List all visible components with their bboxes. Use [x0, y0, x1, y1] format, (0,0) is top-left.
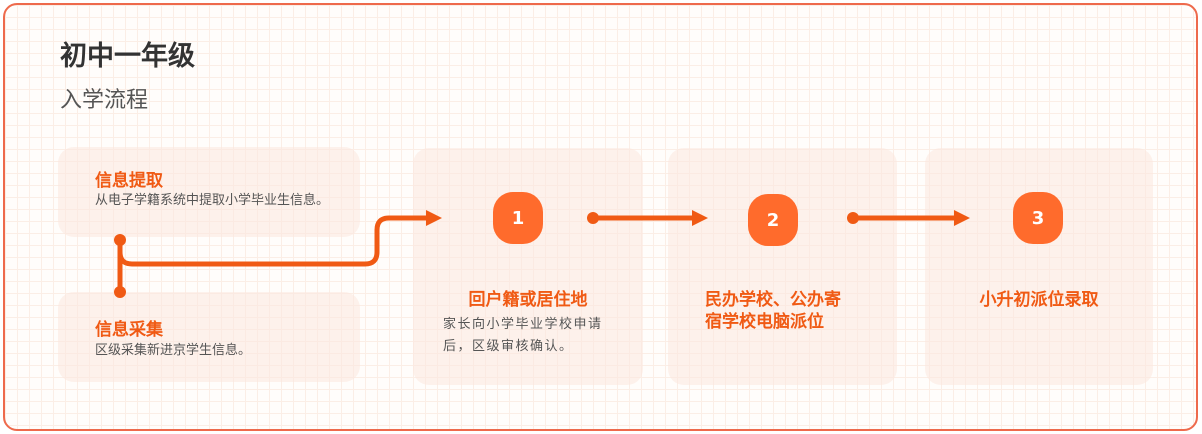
- info-card-title: 信息提取: [95, 171, 163, 191]
- connector-path: [117, 215, 431, 267]
- step-badge-2: 2: [748, 194, 798, 246]
- step-card-3: [925, 148, 1153, 385]
- connector-dot: [114, 286, 126, 298]
- info-card-title: 信息采集: [95, 320, 163, 340]
- step-card-2: [668, 148, 897, 385]
- info-card-collect: [58, 292, 360, 382]
- step-title: 小升初派位录取: [979, 290, 1099, 310]
- info-card-extract: [58, 147, 360, 237]
- page-subtitle: 入学流程: [60, 88, 149, 113]
- step-desc-line: 家长向小学毕业学校申请: [443, 317, 603, 332]
- step-title-line: 民办学校、公办寄: [705, 290, 841, 310]
- arrow-dot: [847, 212, 859, 224]
- step-title: 回户籍或居住地: [468, 290, 588, 310]
- step-desc-line: 后，区级审核确认。: [443, 339, 574, 354]
- step-card-1: [413, 148, 643, 385]
- info-card-desc: 区级采集新进京学生信息。: [95, 343, 252, 358]
- step-title-line: 宿学校电脑派位: [705, 312, 824, 332]
- arrow-head: [954, 210, 970, 226]
- arrow-head: [692, 210, 708, 226]
- step-badge-3: 3: [1013, 192, 1063, 244]
- arrow-dot: [587, 212, 599, 224]
- info-card-desc: 从电子学籍系统中提取小学毕业生信息。: [95, 193, 330, 208]
- arrow-head: [426, 210, 442, 226]
- step-badge-1: 1: [493, 192, 543, 244]
- connector-dot: [114, 234, 126, 246]
- page-title: 初中一年级: [60, 41, 195, 72]
